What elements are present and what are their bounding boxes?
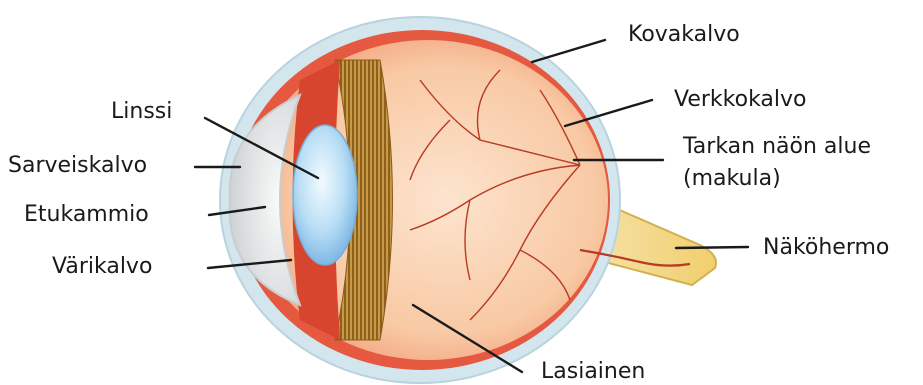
label-nakohermo: Näköhermo [763, 235, 889, 261]
label-verkkokalvo: Verkkokalvo [674, 87, 807, 113]
label-makula-line1: Tarkan näön alue [683, 134, 871, 160]
leader-nakohermo [676, 247, 748, 248]
label-etukammio: Etukammio [24, 202, 149, 228]
label-lasiainen: Lasiainen [541, 359, 645, 385]
leader-kovakalvo [532, 40, 605, 62]
label-makula-line2: (makula) [683, 166, 781, 192]
label-varikalvo: Värikalvo [52, 254, 152, 280]
label-sarveiskalvo: Sarveiskalvo [8, 153, 147, 179]
lens [293, 125, 357, 265]
label-kovakalvo: Kovakalvo [628, 22, 740, 48]
label-linssi: Linssi [111, 99, 172, 125]
